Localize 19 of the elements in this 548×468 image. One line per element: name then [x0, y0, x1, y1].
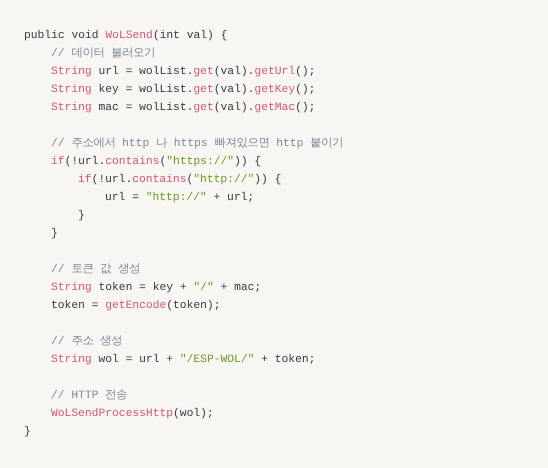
code-comment: // HTTP 전송: [51, 388, 128, 404]
code-line: String key = wolList.get(val).getKey();: [51, 82, 316, 98]
code-line: String token = key + "/" + mac;: [51, 280, 262, 296]
code-line: public void WoLSend(int val) {: [24, 28, 228, 44]
code-comment: // 주소에서 http 나 https 빠져있으면 http 붙이기: [51, 136, 344, 152]
code-line: String mac = wolList.get(val).getMac();: [51, 100, 316, 116]
code-comment: // 주소 생성: [51, 334, 122, 350]
code-line: }: [24, 424, 31, 440]
code-line: WoLSendProcessHttp(wol);: [51, 406, 214, 422]
code-line: token = getEncode(token);: [51, 298, 220, 314]
code-line: String url = wolList.get(val).getUrl();: [51, 64, 316, 80]
code-line: }: [78, 208, 85, 224]
code-line: if(!url.contains("http://")) {: [78, 172, 282, 188]
code-line: url = "http://" + url;: [105, 190, 254, 206]
code-line: String wol = url + "/ESP-WOL/" + token;: [51, 352, 316, 368]
code-line: }: [51, 226, 58, 242]
code-comment: // 데이터 불러오기: [51, 46, 156, 62]
code-comment: // 토큰 값 생성: [51, 262, 140, 278]
code-line: if(!url.contains("https://")) {: [51, 154, 262, 170]
